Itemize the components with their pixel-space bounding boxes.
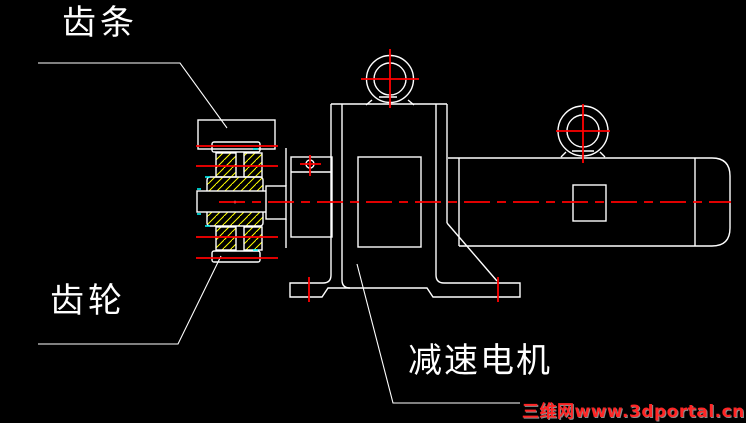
gear-label: 齿轮 (50, 281, 126, 321)
rack-body (197, 119, 276, 150)
input-flange (265, 148, 333, 248)
flange-bolt-crosshair (300, 155, 321, 176)
bracket-left-wall-inner (341, 104, 351, 289)
gear-rim-top (211, 141, 261, 153)
gear-leader-line (38, 255, 222, 345)
eye-crosshair (361, 49, 419, 108)
gear-tooth-upper-right (243, 152, 263, 178)
bracket-support-rib (446, 222, 498, 282)
eye-flares (560, 151, 606, 158)
gearbox-lifting-eye (361, 49, 419, 108)
motor-shell (448, 157, 695, 247)
motor-lifting-eye (556, 104, 610, 163)
gear-tooth-upper-left (215, 152, 237, 178)
rack-label: 齿条 (62, 3, 138, 43)
motor-terminal-box (572, 184, 607, 222)
rack-outline (197, 119, 276, 150)
snap-markers (197, 148, 258, 251)
gear-tooth-lower-left (215, 226, 237, 251)
watermark-text: 三维网www.3dportal.cn (522, 402, 745, 422)
bracket-base-outline (289, 104, 521, 298)
eye-flares (365, 99, 415, 106)
gearbox-bracket (289, 103, 521, 302)
gear-tooth-lower-right (243, 226, 263, 251)
motor-body (448, 157, 731, 247)
gear-rim-bottom (211, 250, 261, 263)
eye-crosshair (556, 104, 610, 163)
motor-label: 减速电机 (408, 341, 552, 381)
motor-leader-line (356, 263, 520, 404)
leader-lines (38, 62, 520, 404)
flange-plate (290, 156, 333, 238)
foot-bolt-marks (308, 277, 499, 302)
rack-leader-line (38, 62, 228, 129)
pitch-lines (196, 145, 278, 259)
